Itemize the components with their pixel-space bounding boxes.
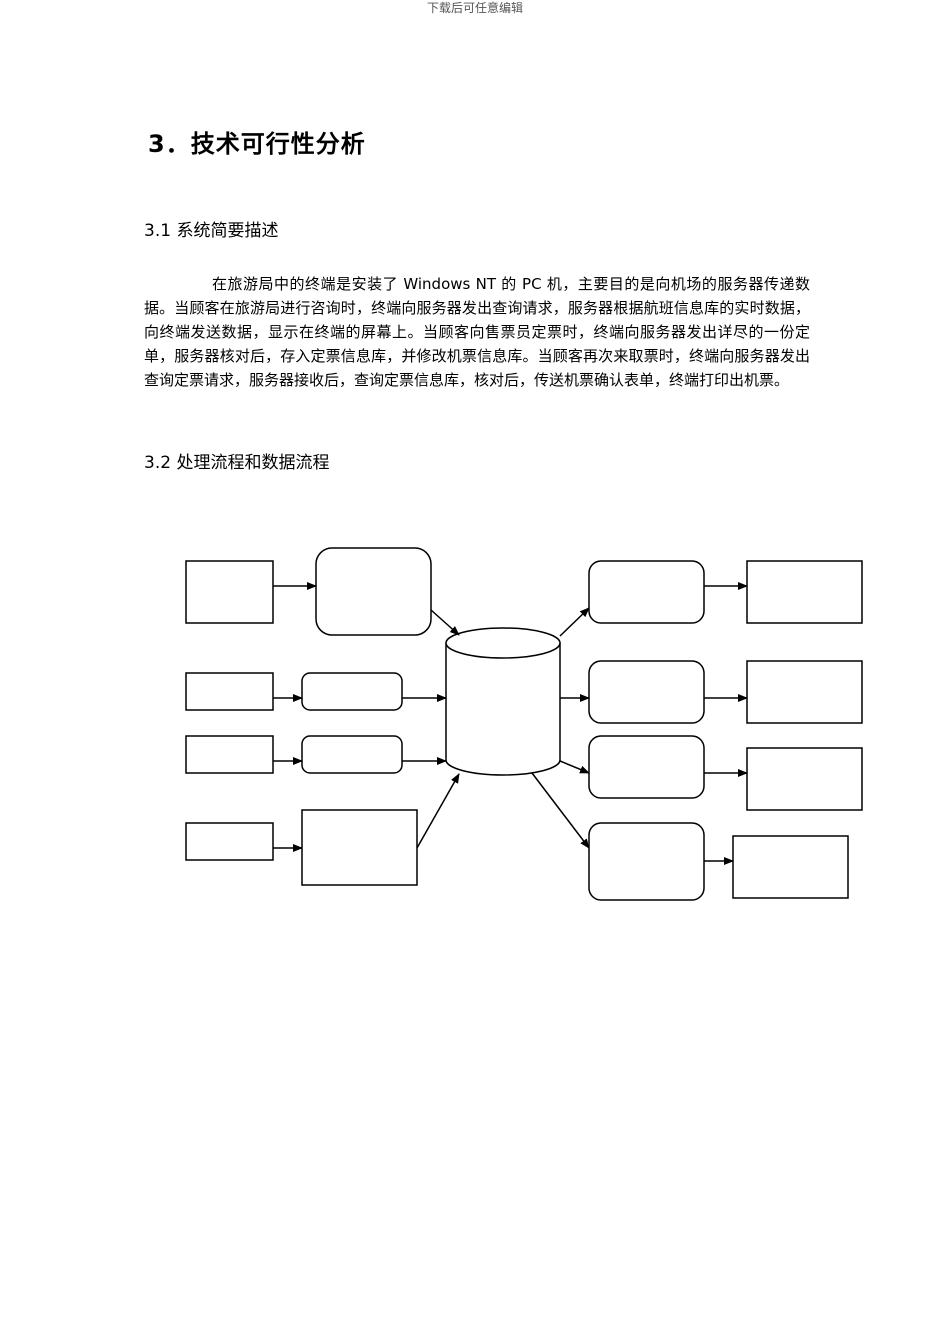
arrow-process4-database	[416, 773, 460, 849]
source-box-4	[185, 822, 274, 861]
system-description-paragraph: 在旅游局中的终端是安装了 Windows NT 的 PC 机，主要目的是向机场的…	[144, 275, 810, 389]
database-cylinder	[445, 627, 561, 776]
output-process-box-2	[588, 660, 705, 724]
process-box-1	[315, 547, 432, 636]
arrow-process1-database	[430, 609, 460, 636]
arrow-database-output1	[559, 607, 590, 637]
output-process-box-3	[588, 735, 705, 799]
output-box-4	[732, 835, 849, 899]
subsection-title-process-flow: 3.2 处理流程和数据流程	[144, 453, 330, 473]
arrow-database-output3	[559, 760, 590, 774]
output-box-3	[746, 747, 863, 811]
source-box-1	[185, 560, 274, 624]
source-box-3	[185, 735, 274, 774]
process-box-3	[301, 735, 403, 774]
page-header-note: 下载后可任意编辑	[426, 1, 523, 15]
output-process-box-1	[588, 560, 705, 624]
output-box-1	[746, 560, 863, 624]
process-box-4	[301, 809, 418, 886]
output-process-box-4	[588, 822, 705, 901]
subsection-title-system-description: 3.1 系统简要描述	[144, 221, 279, 241]
output-box-2	[746, 660, 863, 724]
process-box-2	[301, 672, 403, 711]
section-title: 3．技术可行性分析	[148, 130, 366, 158]
source-box-2	[185, 672, 274, 711]
arrow-database-output4	[531, 772, 590, 849]
